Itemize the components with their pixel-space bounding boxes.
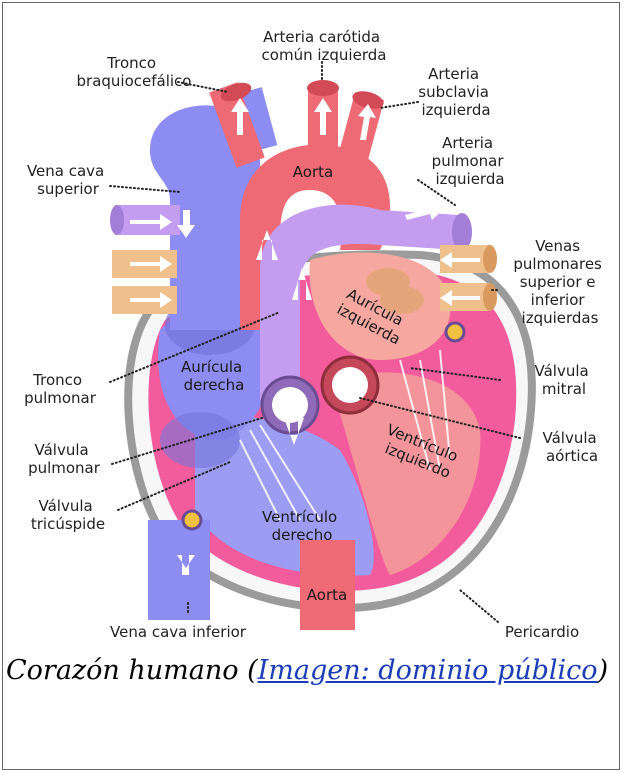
caption-text: Corazón humano ( [6, 655, 258, 686]
label-tronco-braquiocefalico: Tronco braquiocefálico [77, 54, 192, 90]
label-tronco-pulmonar: Tronco pulmonar [24, 371, 97, 407]
mitral-ring [446, 323, 464, 341]
label-valvula-tricuspide: Válvula tricúspide [31, 497, 105, 533]
label-valvula-aortica: Válvula aórtica [543, 429, 602, 465]
label-arteria-subclavia: Arteria subclavia izquierda [418, 65, 493, 119]
label-arteria-carotida: Arteria carótida común izquierda [262, 28, 387, 64]
label-arteria-pulmonar: Arteria pulmonar izquierda [432, 134, 509, 188]
label-auricula-derecha: Aurícula derecha [181, 358, 247, 394]
vena-cava-inferior [148, 520, 210, 620]
label-valvula-mitral: Válvula mitral [535, 362, 594, 398]
label-vena-cava-inferior: Vena cava inferior [110, 623, 247, 641]
image-credit-link[interactable]: Imagen: dominio público [258, 655, 598, 686]
label-venas-pulmonares: Venas pulmonares superior e inferior izq… [513, 237, 606, 327]
label-ventriculo-derecho: Ventrículo derecho [262, 508, 342, 544]
label-vena-cava-superior: Vena cava superior [27, 162, 109, 198]
label-valvula-pulmonar: Válvula pulmonar [28, 441, 101, 477]
label-aorta-bottom: Aorta [307, 586, 347, 604]
tricuspid-ring [183, 511, 201, 529]
label-aorta-top: Aorta [293, 163, 333, 181]
heart-diagram: Tronco braquiocefálico Arteria carótida … [0, 0, 624, 650]
figure-caption: Corazón humano (Imagen: dominio público) [6, 655, 618, 687]
caption-close: ) [598, 655, 609, 686]
label-pericardio: Pericardio [505, 623, 579, 641]
